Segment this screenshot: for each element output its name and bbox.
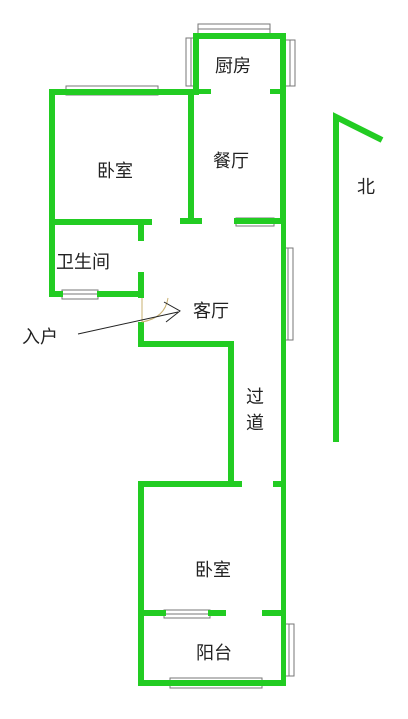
entrance-arrow <box>77 301 181 335</box>
bedroom-bottom-label: 卧室 <box>195 560 231 581</box>
dining-label: 餐厅 <box>213 151 249 172</box>
entrance-door <box>141 297 169 323</box>
balcony-label: 阳台 <box>196 643 232 664</box>
bathroom-label: 卫生间 <box>56 252 110 273</box>
walls <box>49 33 286 686</box>
bedroom-top-label: 卧室 <box>97 161 133 182</box>
north-arrow-icon <box>333 112 384 442</box>
kitchen-label: 厨房 <box>215 56 251 77</box>
entrance-label: 入户 <box>22 327 58 348</box>
living-room-label: 客厅 <box>193 301 229 322</box>
hallway-label: 过道 <box>246 387 264 434</box>
north-label: 北 <box>357 177 375 198</box>
windows <box>61 23 296 689</box>
